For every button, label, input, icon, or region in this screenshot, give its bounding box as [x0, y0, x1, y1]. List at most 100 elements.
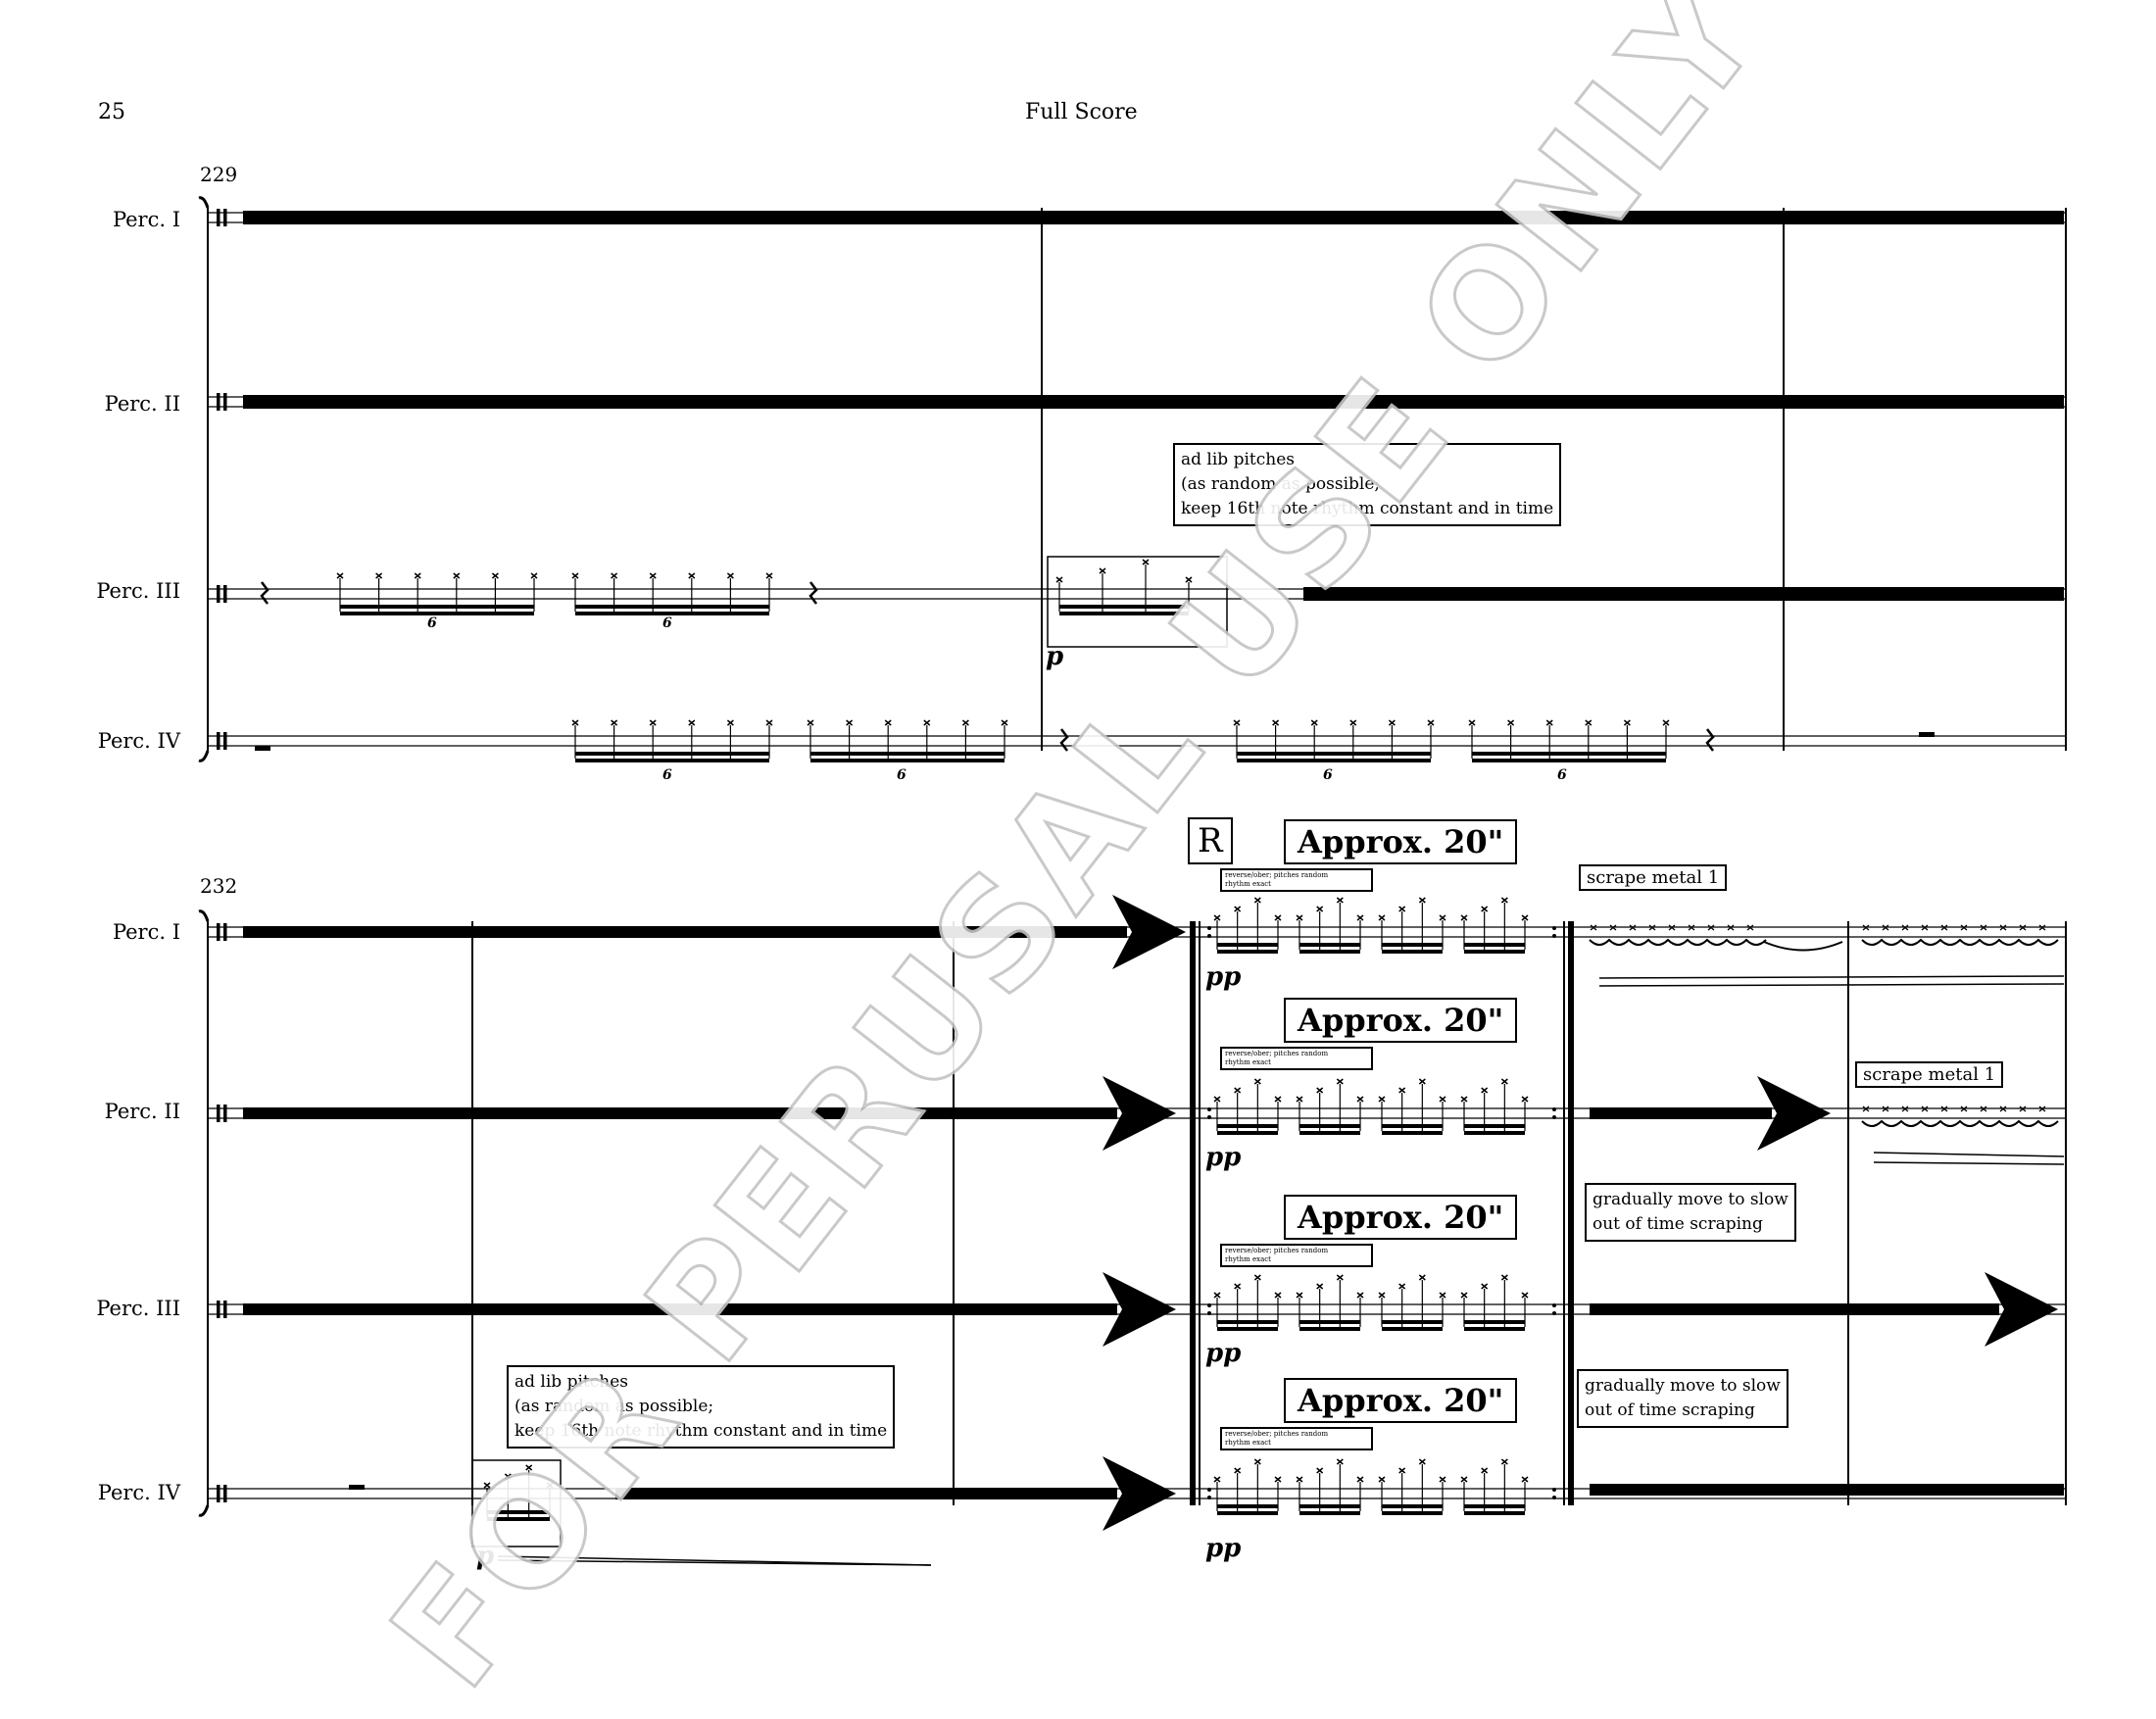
x-notehead [1439, 1476, 1446, 1483]
crescendo-arrow [243, 1303, 1117, 1315]
aleatoric-note-line-1: reverse/ober; pitches random [1225, 871, 1329, 879]
repeat-dot [1207, 1488, 1211, 1492]
repeat-dot [1207, 1303, 1211, 1307]
percussion-clef [217, 585, 220, 603]
diminuendo-hairpin [497, 1559, 932, 1566]
gradually-line-1: gradually move to slow [1592, 1190, 1788, 1209]
beam [1217, 943, 1278, 947]
arrow-head [1102, 1456, 1176, 1531]
sustain-bar [1303, 587, 2064, 601]
x-notehead [1296, 1292, 1303, 1299]
beam [340, 605, 534, 609]
x-notehead [1585, 719, 1592, 726]
x-notehead [1356, 914, 1364, 921]
beam [1217, 950, 1278, 954]
aleatoric-note-line-2: rhythm exact [1225, 1255, 1271, 1263]
percussion-clef [217, 923, 220, 941]
repeat-dot [1552, 1115, 1556, 1119]
beam [1217, 1504, 1278, 1508]
x-notehead [1460, 1096, 1468, 1103]
x-notehead [1274, 1476, 1282, 1483]
repeat-dot [1552, 1496, 1556, 1499]
half-rest [1919, 732, 1935, 737]
percussion-clef [217, 209, 220, 226]
x-notehead [1336, 1274, 1344, 1281]
x-notehead [1623, 719, 1631, 726]
x-notehead [2038, 1105, 2046, 1112]
repeat-dot [1207, 1496, 1211, 1499]
x-notehead [1439, 1096, 1446, 1103]
gradually-instruction: gradually move to slow out of time scrap… [1585, 1183, 1796, 1242]
double-barline [1190, 921, 1196, 1505]
x-notehead [1500, 1458, 1508, 1465]
beam [1382, 1124, 1443, 1128]
x-notehead [1500, 1078, 1508, 1085]
sustain-bar [1590, 1484, 2064, 1496]
beam [1299, 1124, 1360, 1128]
percussion-clef [217, 1301, 220, 1318]
ad-lib-line-3: keep 16th note rhythm constant and in ti… [514, 1421, 888, 1441]
x-notehead [1234, 1087, 1242, 1094]
x-notehead [1378, 1476, 1386, 1483]
dynamic-piano: p [1046, 642, 1064, 671]
percussion-clef [217, 732, 220, 750]
x-notehead [1521, 1292, 1529, 1299]
aleatoric-note: reverse/ober; pitches random rhythm exac… [1220, 1427, 1373, 1450]
beam [1382, 950, 1443, 954]
repeat-dot [1207, 934, 1211, 938]
beam [1464, 1504, 1525, 1508]
x-notehead [1999, 1105, 2007, 1112]
improv-box [471, 1459, 562, 1547]
beam [1237, 759, 1431, 762]
x-notehead [1521, 914, 1529, 921]
tuplet-number: 6 [662, 767, 672, 783]
beam [1299, 1504, 1360, 1508]
beam [1464, 1124, 1525, 1128]
repeat-dot [1552, 934, 1556, 938]
x-notehead [1356, 1476, 1364, 1483]
x-notehead [1253, 1458, 1261, 1465]
x-notehead [1213, 1292, 1221, 1299]
beam [1464, 950, 1525, 954]
x-notehead [1234, 1467, 1242, 1474]
instrument-label-perc-2: Perc. II [104, 1100, 180, 1123]
x-notehead [1055, 576, 1063, 583]
beam [1217, 1327, 1278, 1331]
x-notehead [807, 719, 814, 726]
instrument-label-perc-4: Perc. IV [97, 1481, 180, 1504]
x-notehead [1746, 924, 1754, 931]
x-notehead [2038, 924, 2046, 931]
x-notehead [571, 572, 579, 579]
x-notehead [1213, 914, 1221, 921]
x-notehead [1468, 719, 1476, 726]
gradually-line-2: out of time scraping [1585, 1400, 1755, 1420]
beam [1299, 1511, 1360, 1515]
dynamic-pianissimo: pp [1205, 962, 1242, 992]
ad-lib-line-2: (as random as possible; [514, 1397, 714, 1416]
gradually-line-1: gradually move to slow [1585, 1376, 1781, 1396]
arrow-head [1112, 895, 1186, 969]
x-notehead [1439, 1292, 1446, 1299]
x-notehead [491, 572, 499, 579]
dynamic-pianissimo: pp [1205, 1339, 1242, 1368]
percussion-clef [223, 393, 227, 411]
beam [1299, 950, 1360, 954]
percussion-clef [223, 585, 227, 603]
system-bracket [198, 196, 210, 762]
x-notehead [1460, 1292, 1468, 1299]
instrument-label-perc-1: Perc. I [112, 920, 180, 944]
x-notehead [1253, 1078, 1261, 1085]
half-rest [349, 1485, 365, 1490]
music-notation [198, 196, 2067, 1566]
x-notehead [375, 572, 383, 579]
score-page [198, 196, 2067, 1566]
x-notehead [1481, 1087, 1489, 1094]
x-notehead [765, 572, 773, 579]
beam [1299, 1327, 1360, 1331]
crescendo-arrow [1590, 1107, 1772, 1119]
instrument-label-perc-2: Perc. II [104, 392, 180, 416]
repeat-dot [1207, 926, 1211, 930]
instrument-label-perc-4: Perc. IV [97, 729, 180, 753]
tuplet-number: 6 [1323, 767, 1333, 783]
x-notehead [1862, 1105, 1870, 1112]
